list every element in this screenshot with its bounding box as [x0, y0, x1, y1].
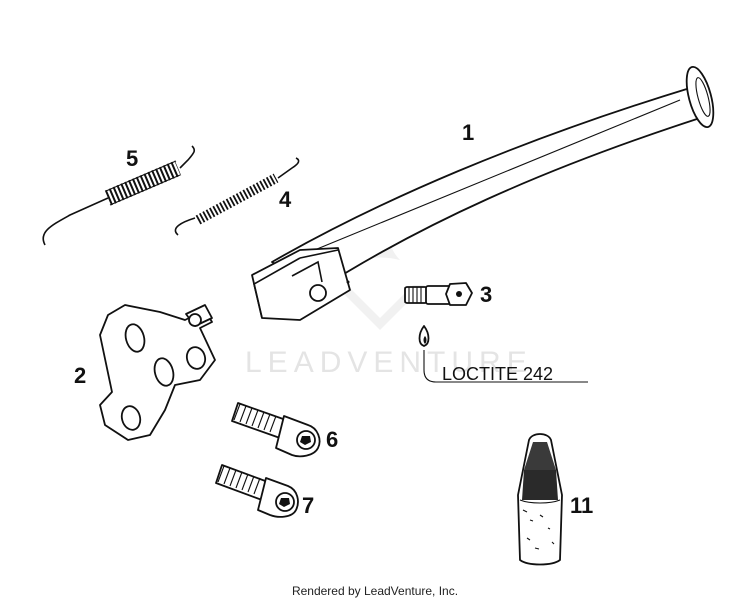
- footer-credit: Rendered by LeadVenture, Inc.: [291, 584, 459, 598]
- callout-1: 1: [462, 120, 474, 145]
- watermark-text: LEADVENTURE: [245, 346, 533, 379]
- callout-6: 6: [326, 427, 338, 452]
- callout-11: 11: [570, 493, 593, 518]
- callout-4: 4: [279, 187, 292, 212]
- bracket-part: [99, 304, 216, 441]
- cap-screw-b-part: [215, 464, 299, 518]
- threadlocker-bottle: [517, 433, 563, 566]
- loctite-drop: [418, 325, 588, 383]
- callout-5: 5: [126, 146, 138, 171]
- callout-2: 2: [74, 363, 86, 388]
- outer-spring-part: [42, 145, 196, 246]
- callout-7: 7: [302, 493, 314, 518]
- loctite-note: LOCTITE 242: [442, 364, 553, 384]
- shoulder-bolt-part: [404, 282, 473, 306]
- cap-screw-a-part: [231, 402, 321, 458]
- inner-spring-part: [174, 157, 300, 236]
- callout-3: 3: [480, 282, 492, 307]
- side-stand-part: [251, 66, 715, 321]
